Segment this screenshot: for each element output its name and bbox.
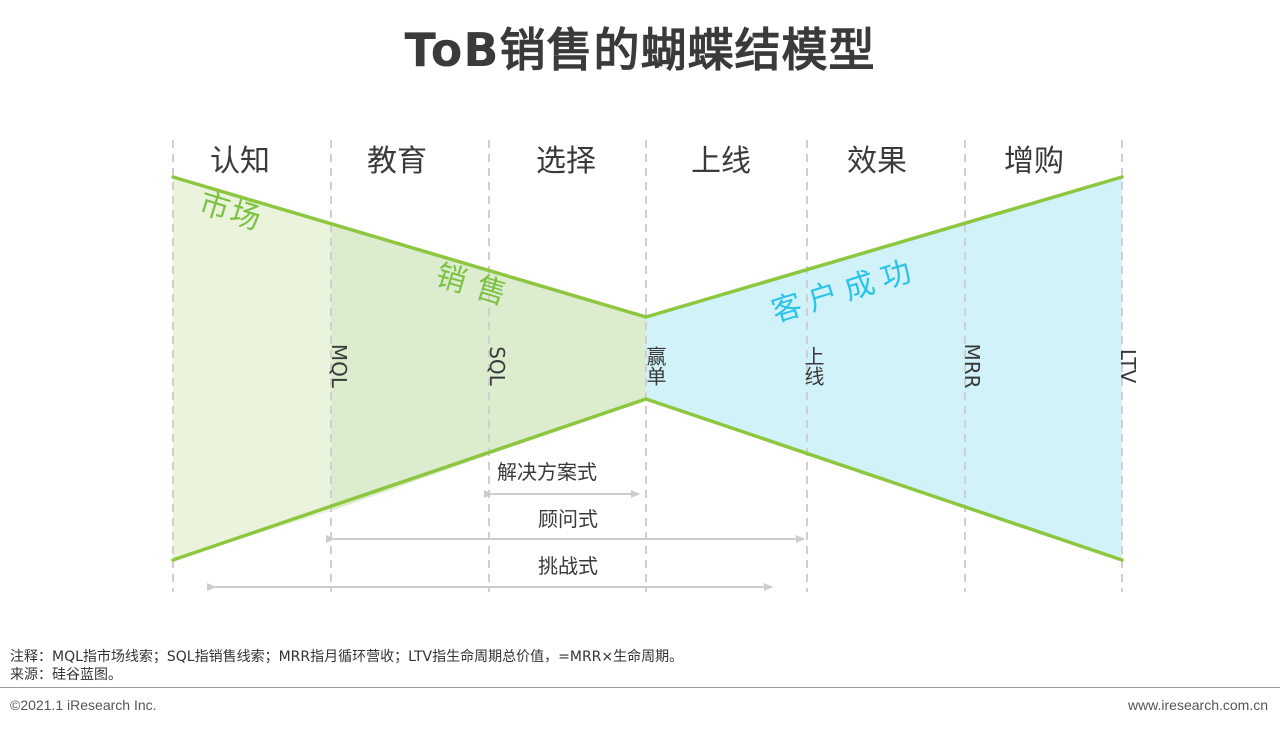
method-label-consultative: 顾问式	[538, 507, 598, 531]
stage-label: 上线	[691, 144, 751, 179]
stage-label: 选择	[536, 144, 596, 179]
outline-top-left	[171, 175, 648, 319]
copyright: ©2021.1 iResearch Inc.	[10, 697, 157, 713]
outline-top-right	[644, 175, 1124, 319]
page-title: ToB销售的蝴蝶结模型	[404, 23, 876, 77]
market-zone-fill	[173, 177, 331, 560]
method-label-challenger: 挑战式	[538, 554, 598, 578]
stage-label: 增购	[1004, 144, 1064, 179]
milestone-sql: SQL	[485, 346, 509, 386]
stage-labels: 认知 教育 选择 上线 效果 增购	[210, 144, 1064, 179]
stage-label: 效果	[847, 144, 907, 179]
outline-bottom-left	[171, 397, 648, 562]
milestone-ltv: LTV	[1116, 349, 1140, 384]
milestone-labels: MQL SQL 赢单 上线 MRR LTV	[327, 343, 1140, 388]
stage-label: 认知	[210, 144, 270, 179]
milestone-launch: 上线	[801, 346, 825, 386]
success-zone-fill	[646, 177, 1122, 560]
bowtie-outline	[171, 175, 1124, 562]
outline-bottom-right	[644, 397, 1124, 562]
source-note: 来源：硅谷蓝图。	[10, 667, 122, 683]
stage-label: 教育	[367, 144, 427, 179]
footer-divider	[0, 687, 1280, 688]
footnote: 注释：MQL指市场线索；SQL指销售线索；MRR指月循环营收；LTV指生命周期总…	[10, 649, 684, 665]
milestone-win: 赢单	[643, 346, 667, 386]
website-link[interactable]: www.iresearch.com.cn	[1127, 697, 1268, 713]
stage-separators	[172, 140, 1123, 592]
milestone-mql: MQL	[327, 344, 351, 389]
method-label-solution: 解决方案式	[497, 460, 597, 484]
milestone-mrr: MRR	[960, 343, 984, 388]
method-arrows: 解决方案式 顾问式 挑战式	[207, 460, 805, 591]
